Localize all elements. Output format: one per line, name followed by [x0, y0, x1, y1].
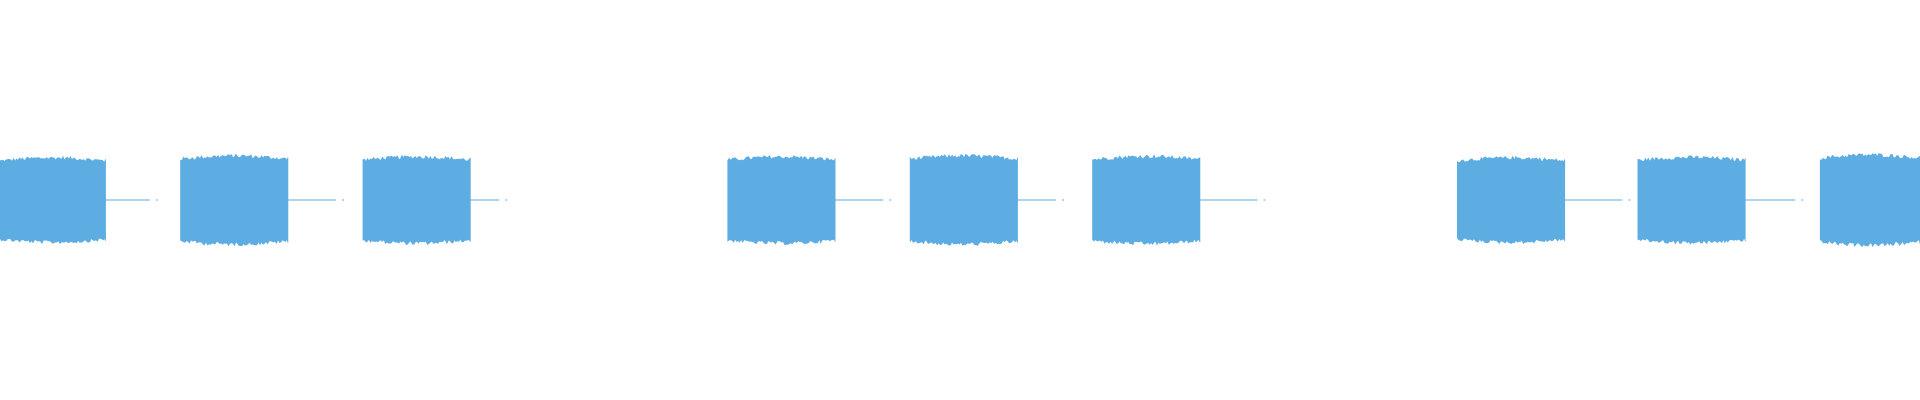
- waveform-quiet-group: [105, 199, 1804, 201]
- waveform-burst: [362, 154, 471, 246]
- waveform-quiet-tick: [1263, 199, 1266, 201]
- waveform-burst: [727, 154, 836, 246]
- waveform-burst: [1457, 155, 1566, 245]
- waveform-burst: [180, 153, 289, 247]
- waveform-quiet-tick: [342, 199, 344, 201]
- waveform-quiet-tick: [505, 199, 508, 201]
- waveform-quiet-tick: [1062, 199, 1064, 201]
- waveform-burst: [909, 153, 1018, 246]
- waveform-burst-group: [0, 153, 1920, 248]
- waveform-quiet-tick: [1801, 199, 1804, 201]
- waveform-quiet-tick: [155, 199, 158, 201]
- waveform-burst: [1092, 154, 1201, 246]
- waveform-quiet-tick: [1628, 199, 1631, 201]
- waveform-burst: [1819, 153, 1920, 248]
- waveform-quiet-tick: [889, 199, 892, 201]
- waveform-burst: [0, 155, 106, 245]
- waveform-burst: [1637, 155, 1746, 245]
